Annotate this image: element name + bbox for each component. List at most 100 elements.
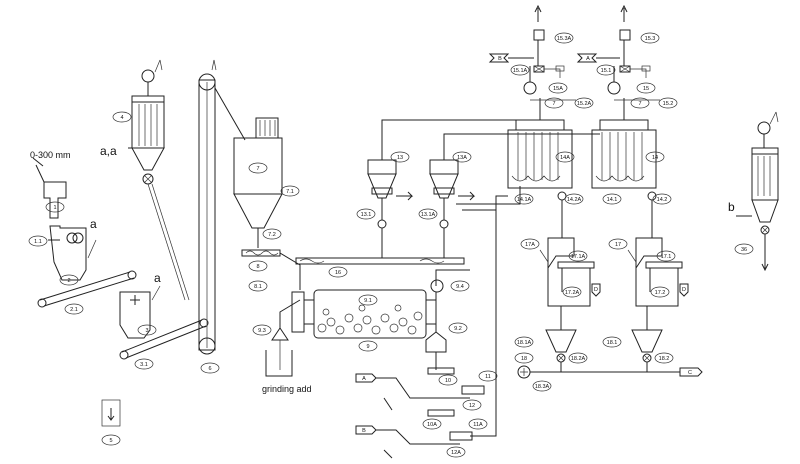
d-label-left: D — [594, 287, 598, 293]
tag-13-1a: 13.1A — [421, 212, 436, 218]
separator-9-2: 9.4 9.2 — [425, 279, 470, 370]
tag-5: 5 — [109, 438, 112, 444]
tag-15-3: 15.3 — [645, 36, 656, 42]
bag-filter-14a: 14A 14.1A 14.2A — [507, 98, 584, 238]
tag-15: 15 — [643, 86, 649, 92]
tag-15-1a: 15.1A — [513, 68, 528, 74]
tag-10a: 10A — [427, 422, 437, 428]
label-a-crusher: a — [90, 217, 97, 231]
tag-13-1: 13.1 — [361, 212, 372, 218]
feeder-8: 8 8.1 — [241, 249, 301, 292]
tag-17-2: 17.2 — [655, 290, 666, 296]
out-a-label: A — [586, 56, 590, 62]
tag-7-1: 7.1 — [286, 189, 294, 195]
tag-13: 13 — [397, 155, 403, 161]
tag-9-1: 9.1 — [364, 298, 372, 304]
tag-2-1: 2.1 — [70, 307, 78, 313]
tag-15-3a: 15.3A — [557, 36, 572, 42]
tag-14-1: 14.1 — [607, 197, 618, 203]
classifier-17a: 17A 17.1A 17.2A D — [520, 237, 601, 307]
legend-5: 5 — [101, 399, 121, 446]
belt-conveyor-3-1: 3.1 — [119, 318, 209, 370]
fan-18: 18 18.3A C — [514, 352, 703, 392]
tag-14-2a: 14.2A — [567, 197, 582, 203]
tag-11: 11 — [485, 374, 491, 380]
tag-7-2: 7.2 — [268, 232, 276, 238]
tag-8: 8 — [256, 264, 259, 270]
grinding-additive-9-3: 9.3 grinding add — [252, 299, 312, 394]
cyclone-13a: 13A 13.1A — [418, 148, 472, 258]
out-b-label: B — [498, 56, 502, 62]
tag-14: 14 — [652, 155, 658, 161]
tag-14a: 14A — [560, 155, 570, 161]
arrow-a — [383, 397, 393, 411]
screw-conveyor-16: 16 — [295, 257, 465, 278]
fan-15: 15 7 15.2 15.1 15.3 A — [576, 4, 678, 109]
tag-9-4: 9.4 — [456, 284, 464, 290]
classifier-17: 17 17.1 17.2 D — [608, 237, 689, 307]
dust-collector-36: b 36 — [728, 111, 779, 272]
tag-12a: 12A — [451, 450, 461, 456]
arrow-13a — [458, 191, 476, 201]
link-14a-bottom — [495, 195, 508, 210]
hopper-18-2: 18.1 18.2 — [602, 306, 674, 364]
silo-7: 7 7.1 7.2 — [233, 117, 300, 248]
tag-17: 17 — [615, 242, 621, 248]
input-a-label: A — [362, 376, 366, 382]
return-line-12a — [462, 209, 497, 437]
hopper-18-2a: 18.1A 18.2A — [514, 306, 588, 364]
bag-filter-14: 14 14.1 14.2 — [591, 98, 672, 238]
label-a-crusher3: a — [154, 271, 161, 285]
link-9-4 — [435, 269, 470, 286]
input-line-B: B — [355, 425, 460, 445]
crusher-3: 3 a — [119, 271, 161, 339]
arrow-b — [383, 449, 393, 459]
tag-6: 6 — [208, 366, 211, 372]
tag-14-1a: 14.1A — [517, 197, 532, 203]
tag-18-3a: 18.3A — [535, 384, 550, 390]
tag-9: 9 — [366, 344, 369, 350]
tag-18-1: 18.1 — [607, 340, 618, 346]
tag-15a: 15A — [553, 86, 563, 92]
tag-7-fan: 7 — [552, 101, 555, 107]
tag-15-2: 15.2 — [663, 101, 674, 107]
ball-mill-9: 9.1 9 — [291, 289, 437, 352]
grinding-add-label: grinding add — [262, 384, 312, 394]
return-line-14a — [456, 186, 521, 205]
tag-3-1: 3.1 — [140, 362, 148, 368]
input-line-A: A — [355, 373, 470, 399]
tag-17-1: 17.1 — [661, 254, 672, 260]
tag-9-2: 9.2 — [454, 326, 462, 332]
tag-17-2a: 17.2A — [565, 290, 580, 296]
tag-4: 4 — [120, 115, 123, 121]
tag-13a: 13A — [457, 155, 467, 161]
out-c-label: C — [688, 370, 692, 376]
tag-8-1: 8.1 — [254, 284, 262, 290]
tag-3: 3 — [145, 328, 148, 334]
tag-12: 12 — [469, 403, 475, 409]
tag-18-1a: 18.1A — [517, 340, 532, 346]
tag-16: 16 — [335, 270, 341, 276]
links-17 — [561, 230, 653, 238]
label-aa: a,a — [100, 144, 117, 158]
tag-11a: 11A — [473, 422, 483, 428]
tag-2: 2 — [67, 278, 70, 284]
cyclone-13: 13 13.1 — [356, 148, 410, 258]
arrow-13 — [396, 191, 414, 201]
tag-10: 10 — [445, 378, 451, 384]
tag-9-3: 9.3 — [258, 328, 266, 334]
tag-1: 1 — [53, 205, 56, 211]
tag-18-2: 18.2 — [659, 356, 670, 362]
dust-collector-4: 4 a,a — [100, 59, 190, 301]
tag-15-2a: 15.2A — [577, 101, 592, 107]
belt-conveyor-2-1: 2.1 — [37, 270, 137, 315]
feed-size-label: 0-300 mm — [30, 150, 71, 160]
label-b: b — [728, 200, 735, 214]
tag-18: 18 — [521, 356, 527, 362]
tag-18-2a: 18.2A — [571, 356, 586, 362]
tag-7: 7 — [256, 166, 259, 172]
tag-7-fan2: 7 — [638, 101, 641, 107]
tag-17-1a: 17.1A — [571, 254, 586, 260]
fan-15a: 15A 7 15.2A 15.1A 15.3A B — [488, 4, 594, 109]
